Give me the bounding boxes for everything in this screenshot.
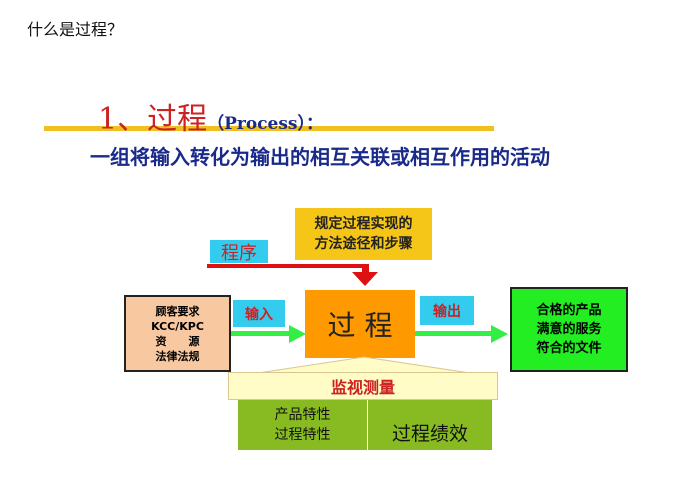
process-box: 过 程	[305, 290, 415, 358]
characteristic-item: 产品特性	[274, 407, 331, 423]
title-number: 1、过程	[98, 102, 208, 137]
input-item: 法律法规	[155, 349, 200, 363]
title-underline	[44, 126, 494, 131]
definition: 一组将输入转化为输出的相互关联或相互作用的活动	[90, 145, 550, 169]
method-line: 规定过程实现的	[314, 216, 413, 232]
input-item: 资 源	[155, 334, 200, 348]
outputs-box: 合格的产品 满意的服务 符合的文件	[510, 287, 628, 372]
output-label: 输出	[420, 296, 474, 325]
procedure-arrow-line	[207, 264, 367, 268]
performance-box: 过程绩效	[368, 400, 492, 450]
input-item: 顾客要求	[155, 304, 200, 318]
question-heading: 什么是过程？	[27, 20, 124, 39]
output-item: 合格的产品	[536, 303, 602, 318]
title-english: （Process）：	[207, 114, 323, 134]
method-line: 方法途径和步骤	[314, 236, 413, 252]
input-arrow-icon	[231, 325, 306, 343]
input-label: 输入	[233, 300, 285, 327]
monitor-bar: 监视测量	[228, 372, 498, 400]
method-box: 规定过程实现的 方法途径和步骤	[295, 208, 432, 260]
characteristics-box: 产品特性 过程特性	[238, 400, 367, 450]
slide-title: 1、过程（Process）：	[98, 94, 323, 138]
characteristic-item: 过程特性	[274, 427, 331, 443]
input-item: KCC/KPC	[151, 319, 204, 333]
inputs-box: 顾客要求 KCC/KPC 资 源 法律法规	[124, 295, 231, 372]
output-item: 符合的文件	[536, 341, 602, 356]
output-arrow-icon	[415, 325, 508, 343]
output-item: 满意的服务	[536, 322, 602, 337]
procedure-arrow-head-icon	[352, 264, 378, 286]
procedure-label: 程序	[210, 240, 268, 264]
